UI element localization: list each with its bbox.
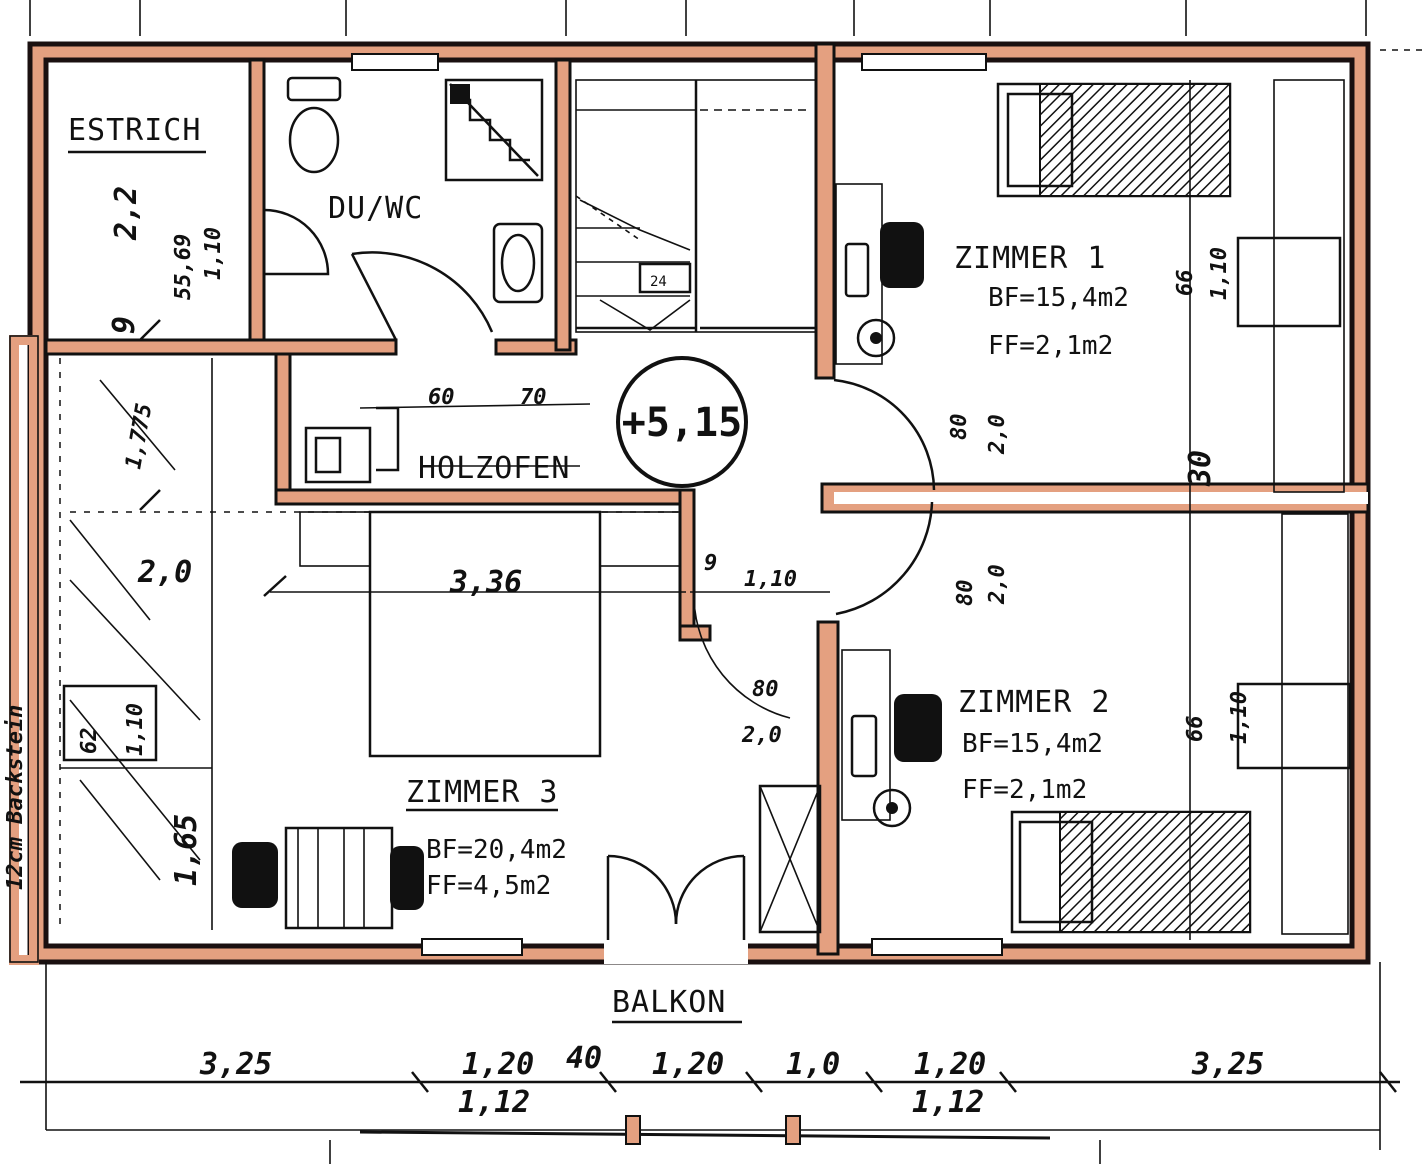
dim-door-z3-1: 80 [752,677,779,702]
room-label-oven: HOLZOFEN [418,451,571,486]
zimmer2-bf: BF=15,4m2 [962,729,1103,759]
dim-z3-height: 1,65 [169,814,204,886]
room-label-estrich: ESTRICH [68,113,201,148]
level-marker: +5,15 [616,356,748,488]
windows [351,53,1003,964]
svg-text:24: 24 [650,274,667,290]
dim-oven-2: 70 [520,385,547,410]
dim-bottom-6: 1,20 [914,1047,986,1082]
dim-wardrobe-1: 62 [77,728,102,755]
dim-window-z1-1: 66 [1173,270,1198,297]
room-label-bath: DU/WC [328,191,423,226]
dim-door-z2-1: 80 [953,580,978,607]
dim-estrich-2: 55,69 [171,234,196,300]
dim-window-z2-2: 1,10 [1227,691,1252,744]
interior-walls [44,42,1370,956]
dim-door-z1-2: 2,0 [985,414,1010,455]
dim-hall-2: 1,10 [744,567,797,592]
bath-doors [263,208,494,341]
dim-door-z1-1: 80 [947,414,972,441]
dim-bottom-7: 3,25 [1191,1047,1264,1082]
dim-right-30: 30 [1183,450,1218,487]
zimmer3-bf: BF=20,4m2 [426,835,567,865]
bed-icon [996,82,1232,198]
dim-bottom-sub-1: 1,12 [458,1085,530,1120]
dim-z3-width: 3,36 [449,565,522,600]
zimmer2-name: ZIMMER 2 [958,685,1111,720]
dimension-ticks [139,319,1397,1093]
dim-wardrobe-2: 1,10 [123,703,148,756]
dim-oven-1: 60 [428,385,455,410]
zimmer1-bf: BF=15,4m2 [988,283,1129,313]
dim-estrich-4: 9 [107,316,142,334]
window-boxes [1189,79,1352,940]
zimmer1-ff: FF=2,1m2 [988,331,1113,361]
shower-icon [444,78,544,182]
balcony-lines [20,962,1400,1164]
sink-icon [492,222,544,304]
dim-bottom-2: 1,20 [462,1047,534,1082]
zimmer3-name: ZIMMER 3 [406,775,559,810]
wardrobe-icon [62,684,822,934]
dim-door-z2-2: 2,0 [985,564,1010,605]
bed-icon [1010,810,1252,934]
desk-icon [835,183,942,821]
table-icon [299,510,681,758]
dim-z3-diag-2: 2,0 [137,555,192,590]
left-brick-wall [9,335,39,965]
toilet-icon [286,76,342,174]
dim-bottom-3: 40 [566,1041,602,1076]
dim-estrich-1: 2,2 [109,186,144,241]
zimmer3-ff: FF=4,5m2 [426,871,551,901]
dim-bottom-4: 1,20 [652,1047,724,1082]
zimmer1-name: ZIMMER 1 [954,241,1107,276]
oven-icon [304,403,591,484]
dim-bottom-5: 1,0 [786,1047,840,1082]
room-label-balkon: BALKON [612,985,726,1020]
dim-bottom-1: 3,25 [199,1047,272,1082]
top-ticks [29,0,1423,51]
dim-estrich-3: 1,10 [201,227,226,280]
dim-door-z3-2: 2,0 [741,723,782,748]
plant-icon [856,318,912,828]
side-note: 12cm Backstein [3,705,28,890]
dim-window-z1-2: 1,10 [1207,247,1232,300]
dim-bottom-sub-2: 1,12 [912,1085,984,1120]
balcony-doors [606,854,746,940]
sofa-icon [232,826,424,930]
dim-hall-1: 9 [704,551,717,576]
zimmer2-ff: FF=2,1m2 [962,775,1087,805]
dim-window-z2-1: 66 [1183,716,1208,743]
hall-doors [693,378,936,719]
level-label: +5,15 [622,400,742,446]
stair-icon: 24 [575,79,817,333]
